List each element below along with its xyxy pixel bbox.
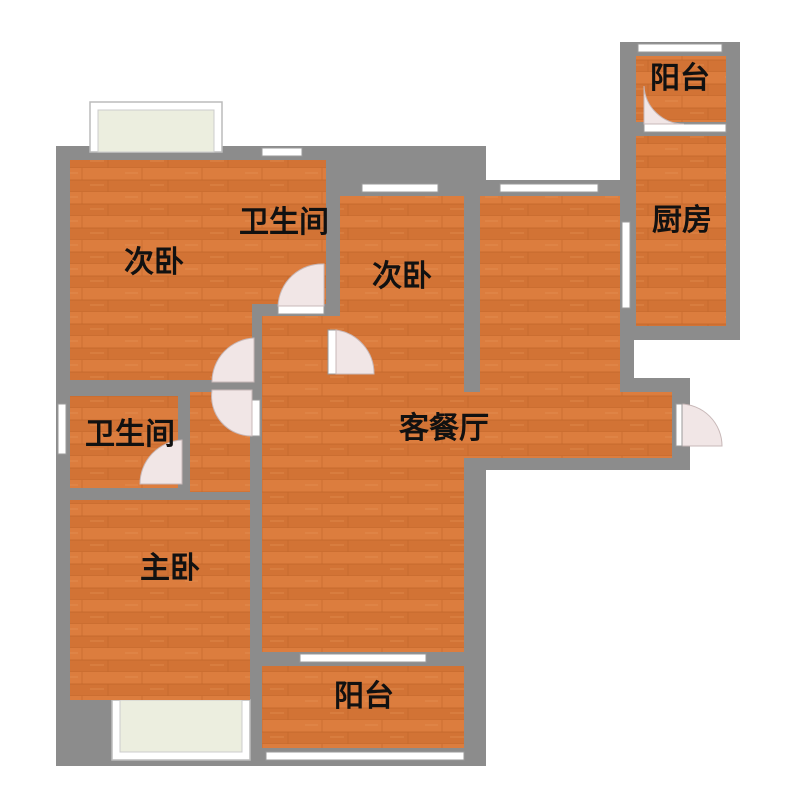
door-entry-leaf [675, 403, 683, 447]
window-balcony-north-bottom [643, 123, 727, 133]
floor-balcony-south [262, 666, 464, 748]
door-bedroom-middle-swing [335, 329, 375, 375]
label-bathroom-west: 卫生间 [85, 417, 175, 452]
window-bathroom-north-door [277, 305, 325, 315]
window-bathroom-west [57, 403, 67, 455]
label-bathroom-north: 卫生间 [239, 205, 329, 240]
door-bedroom-west-swing [211, 337, 255, 383]
bay-windows [89, 101, 251, 761]
door-bathroom-west-swing [139, 439, 183, 485]
window-living-west [251, 399, 261, 437]
window-bedroom-middle-door [327, 329, 337, 375]
doors [139, 85, 723, 485]
door-bathroom-north-swing [277, 263, 325, 307]
window-balcony-south-bottom [265, 751, 465, 761]
label-bedroom-2-middle: 次卧 [372, 259, 432, 294]
door-living-west-swing [211, 389, 253, 437]
window-bathroom-north [261, 147, 303, 157]
label-balcony-south: 阳台 [334, 679, 394, 714]
label-bedroom-2-west: 次卧 [124, 245, 184, 280]
window-balcony-south-top [299, 653, 427, 663]
door-entry-swing [679, 403, 723, 447]
floor-master-bedroom [70, 500, 250, 700]
label-living-dining: 客餐厅 [399, 411, 489, 446]
label-master-bedroom: 主卧 [140, 551, 200, 586]
window-bedroom-middle [361, 183, 439, 193]
window-living-north [499, 183, 599, 193]
floor-kitchen [636, 136, 726, 326]
floor-living-dining-2 [480, 196, 620, 396]
window-kitchen [621, 221, 631, 309]
window-balcony-north-top [637, 43, 723, 53]
label-kitchen: 厨房 [652, 203, 712, 238]
floor-living-dining-3 [262, 392, 672, 458]
windows [57, 43, 727, 761]
door-balcony-north-swing [643, 85, 685, 125]
label-balcony-north: 阳台 [650, 61, 710, 96]
floors [70, 56, 726, 748]
floor-bedroom-2-west [70, 160, 252, 380]
room-labels: 次卧 卫生间 次卧 客餐厅 厨房 阳台 卫生间 主卧 阳台 [85, 61, 712, 714]
